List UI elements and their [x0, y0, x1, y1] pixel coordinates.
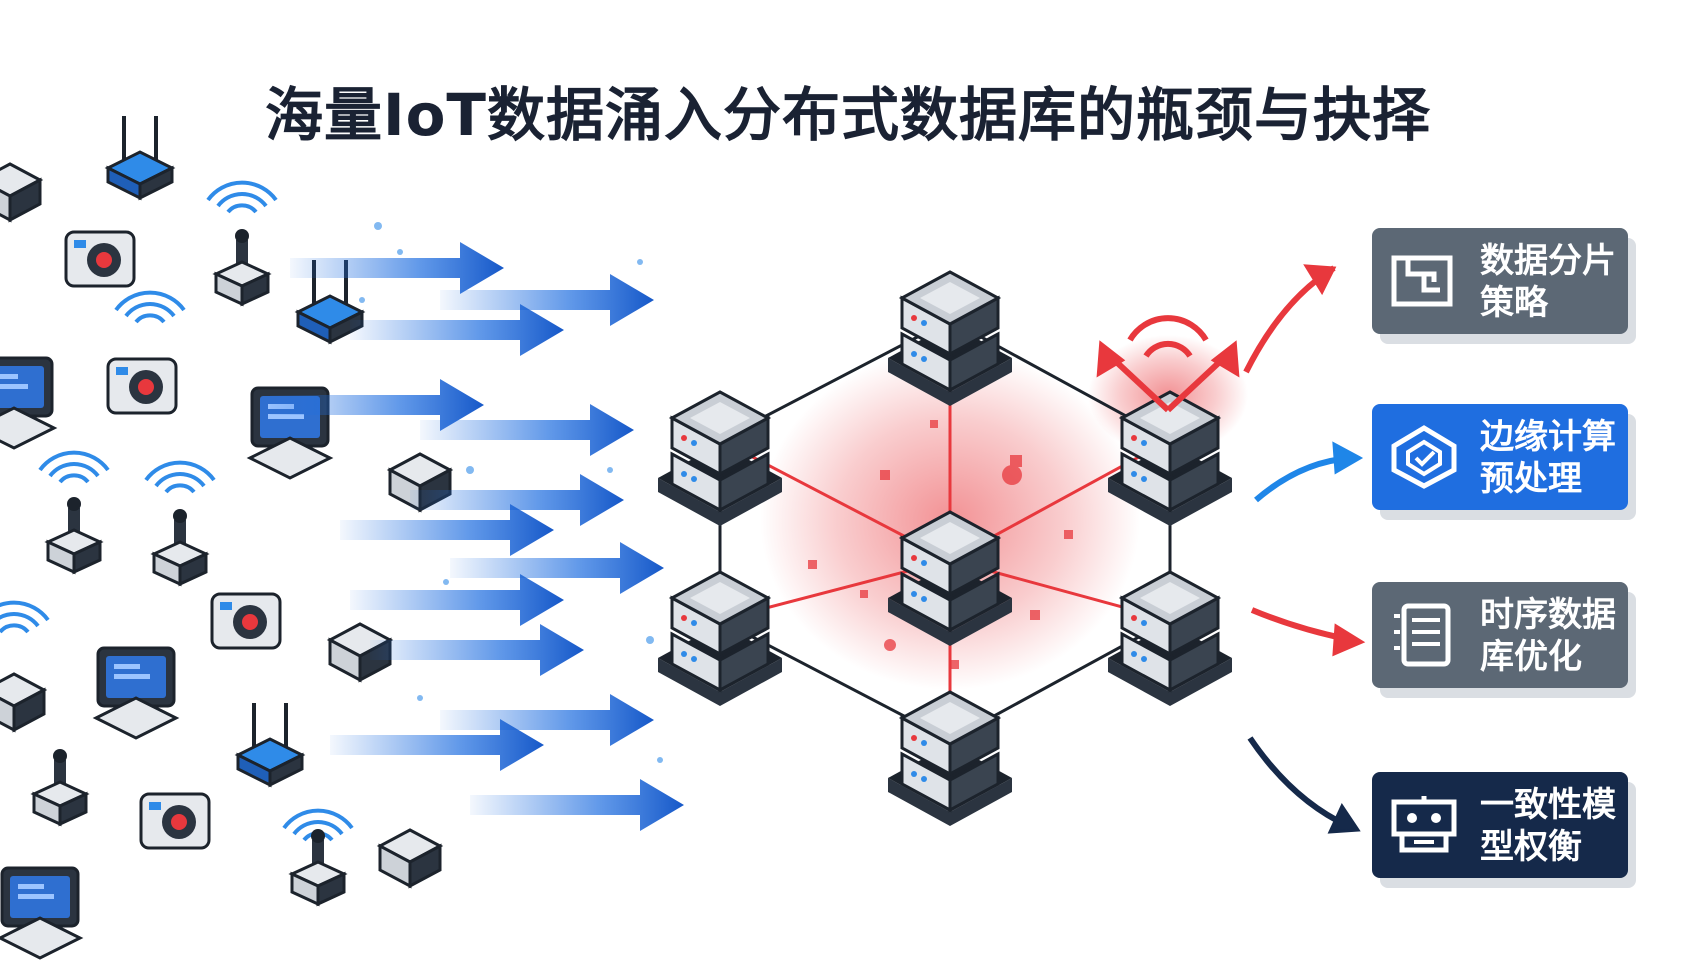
option-card-line1: 时序数据: [1480, 595, 1616, 635]
option-card-line2: 型权衡: [1480, 827, 1582, 867]
camera-icon: [210, 592, 282, 650]
option-card-line1: 边缘计算: [1480, 417, 1616, 457]
option-arrows: [1243, 264, 1366, 834]
shard-icon: [1391, 255, 1453, 307]
camera-icon: [139, 792, 211, 850]
server-cluster: [656, 270, 1240, 828]
sensor-icon: [46, 495, 102, 574]
server-node-icon: [1106, 570, 1234, 708]
option-card-line1: 一致性模: [1480, 785, 1616, 825]
server-node-icon: [886, 690, 1014, 828]
camera-icon: [106, 357, 178, 415]
option-card-sharding: 数据分片 策略: [1372, 228, 1628, 334]
wifi-waves-icon: [206, 180, 278, 214]
router-icon: [236, 701, 304, 787]
option-card-tsdb: 时序数据 库优化: [1372, 582, 1628, 688]
device-box-icon: [0, 162, 42, 222]
wifi-waves-icon: [38, 450, 110, 484]
flow-arrow-icon: [470, 779, 684, 831]
wifi-waves-icon: [144, 460, 216, 494]
wifi-waves-icon: [114, 290, 186, 324]
monitor-icon: [94, 646, 178, 740]
alarm-signal-icon: [1096, 315, 1240, 413]
option-card-consistency: 一致性模 型权衡: [1372, 772, 1628, 878]
data-flow-arrows: [270, 222, 684, 831]
flow-arrow-icon: [340, 504, 554, 556]
sensor-icon: [214, 227, 270, 306]
sensor-icon: [152, 507, 208, 586]
option-card-edge-computing: 边缘计算 预处理: [1372, 404, 1628, 510]
flow-arrow-icon: [350, 574, 564, 626]
flow-arrow-icon: [330, 719, 544, 771]
flow-arrow-icon: [450, 542, 664, 594]
sensor-icon: [32, 747, 88, 826]
camera-icon: [64, 230, 136, 288]
server-node-icon: [656, 570, 784, 708]
sensor-icon: [290, 827, 346, 906]
monitor-icon: [0, 866, 82, 960]
monitor-icon: [0, 356, 56, 450]
option-card-line2: 预处理: [1480, 459, 1582, 499]
flow-arrow-icon: [370, 624, 584, 676]
device-box-icon: [378, 828, 442, 888]
device-box-icon: [0, 672, 46, 732]
page-title: 海量IoT数据涌入分布式数据库的瓶颈与抉择: [265, 81, 1431, 149]
option-card-line2: 库优化: [1480, 637, 1582, 677]
wifi-waves-icon: [0, 600, 50, 634]
tsdb-icon: [1394, 603, 1451, 667]
flow-arrow-icon: [290, 242, 504, 294]
option-card-line2: 策略: [1480, 283, 1548, 323]
option-card-line1: 数据分片: [1480, 241, 1616, 281]
flow-arrow-icon: [350, 304, 564, 356]
edge-icon: [1391, 425, 1457, 489]
consistency-icon: [1391, 796, 1457, 853]
